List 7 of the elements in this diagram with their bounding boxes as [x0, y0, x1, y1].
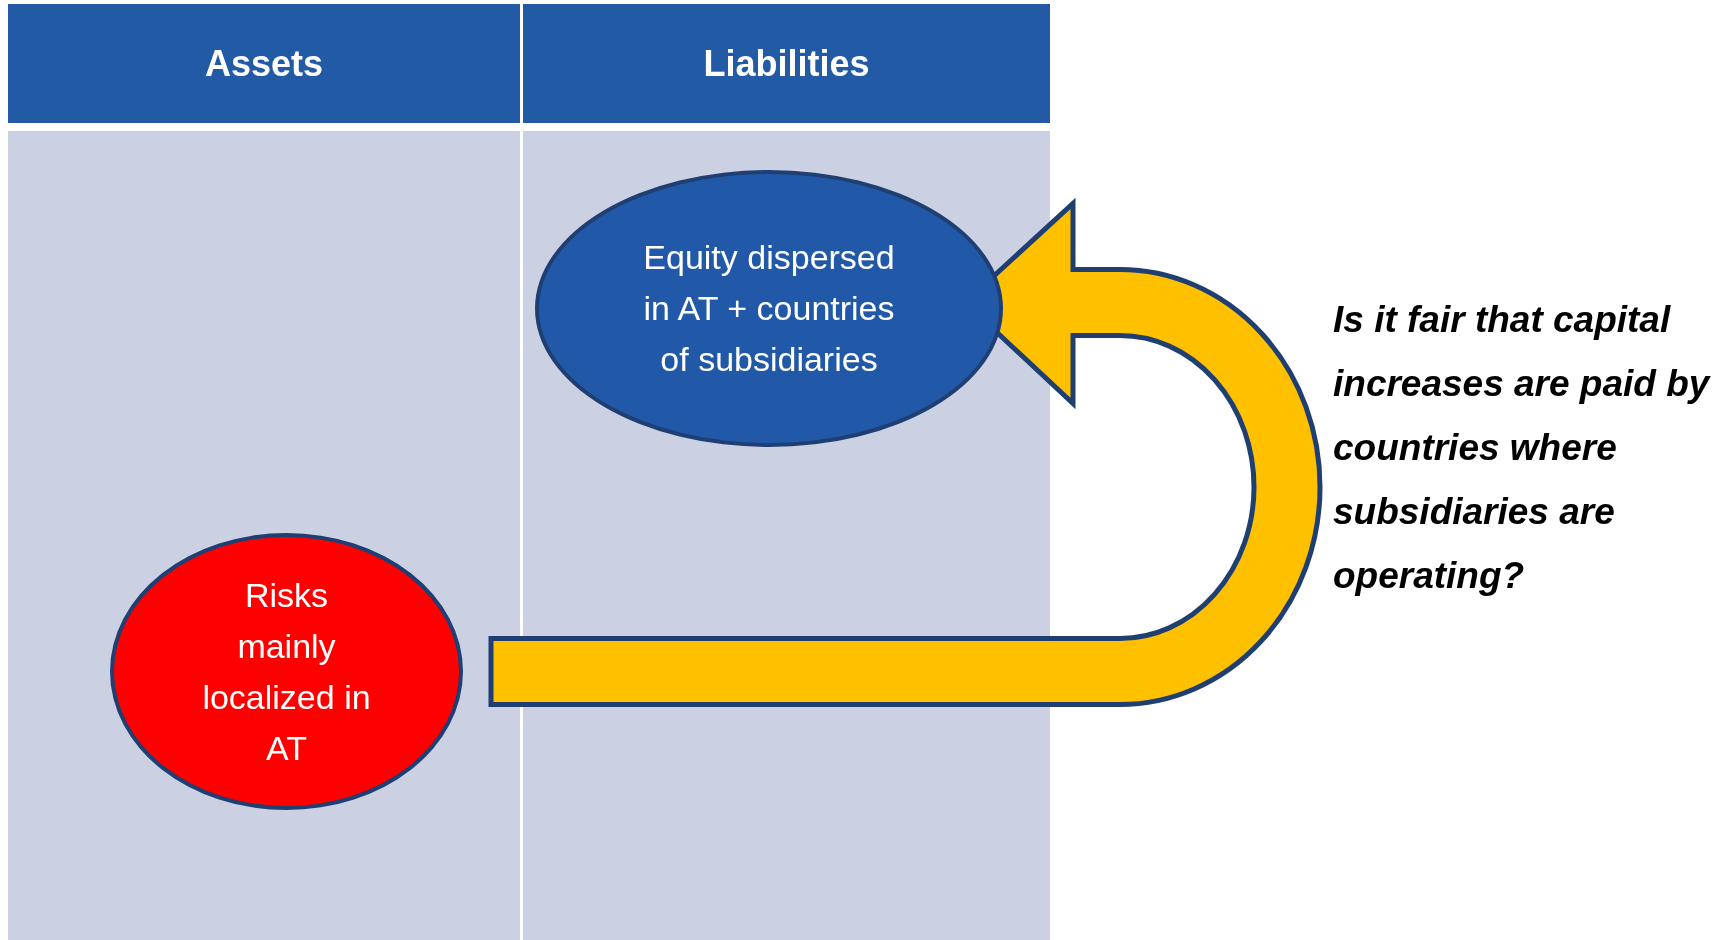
table-column — [523, 4, 1050, 940]
column-header: Assets — [204, 41, 324, 86]
question-text: Is it fair that capital increases are paid by countries where subsidiaries are operating? — [1333, 298, 1712, 598]
ellipse-text: Risks mainly localized in AT — [201, 574, 372, 769]
ellipse-text: Equity dispersed in AT + countries of subsidiaries — [642, 237, 896, 380]
column-header: Liabilities — [703, 41, 870, 86]
table-column — [8, 4, 520, 940]
